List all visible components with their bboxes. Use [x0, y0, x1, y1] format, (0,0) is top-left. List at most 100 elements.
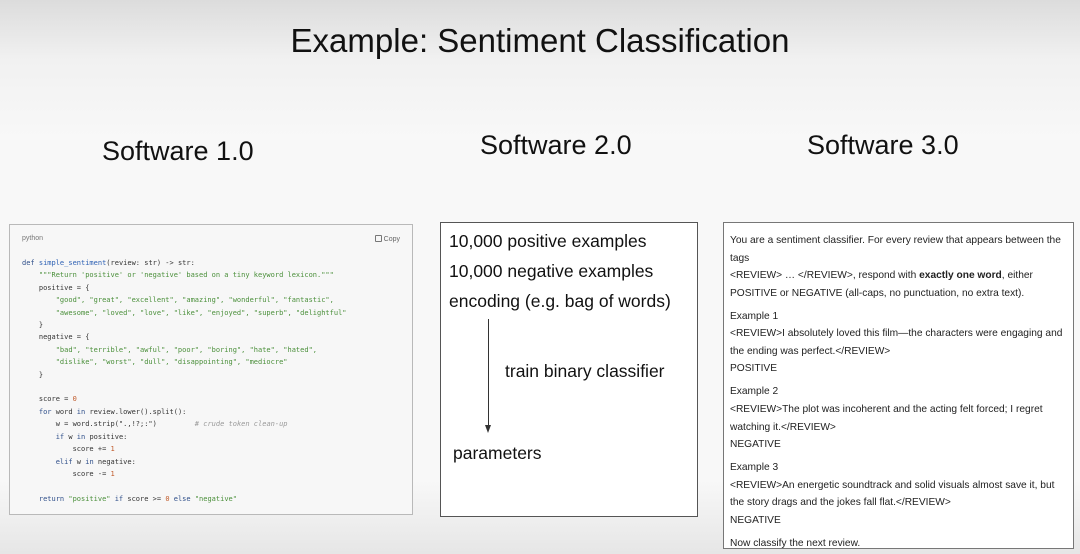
heading-software-1: Software 1.0 [102, 136, 254, 166]
slide-title: Example: Sentiment Classification [290, 22, 790, 59]
prompt-text: You are a sentiment classifier. For ever… [730, 235, 1061, 246]
code-token: score = [22, 395, 73, 404]
code-token: in [85, 457, 98, 466]
code-token: "bad", "terrible", "awful", "poor", "bor… [22, 345, 318, 354]
prompt-line: Example 2 [730, 386, 778, 397]
prompt-text: <REVIEW> … </REVIEW>, respond with [730, 270, 920, 281]
code-token: simple_sentiment [38, 259, 107, 267]
prompt-text: , either [1001, 270, 1033, 281]
prompt-line: <REVIEW>The plot was incoherent and the … [730, 404, 1043, 415]
prompt-line: NEGATIVE [730, 515, 781, 526]
code-language-label: python [22, 235, 44, 242]
prompt-text: <REVIEW>The plot was incoherent and the … [730, 404, 1043, 415]
code-token: 1 [110, 445, 115, 454]
prompt-text: watching it.</REVIEW> [730, 422, 836, 433]
software-2-box: 10,000 positive examples 10,000 negative… [440, 222, 698, 517]
prompt-line: <REVIEW> … </REVIEW>, respond with exact… [730, 270, 1033, 281]
code-line: elif w in negative: [22, 456, 347, 468]
code-line: score -= 1 [22, 468, 347, 480]
positive-examples-text: 10,000 positive examples [449, 231, 647, 251]
arrow-head [485, 425, 491, 433]
code-line: ​ [22, 381, 347, 393]
code-line: ​ [22, 480, 347, 492]
code-token: (review: str) -> str: [106, 259, 195, 267]
code-token: def [22, 259, 39, 267]
code-line: score += 1 [22, 443, 347, 455]
prompt-text: <REVIEW>An energetic soundtrack and soli… [730, 480, 1055, 491]
prompt-line: POSITIVE or NEGATIVE (all-caps, no punct… [730, 288, 1024, 299]
code-token: 0 [72, 395, 77, 404]
prompt-text: the ending was perfect.</REVIEW> [730, 346, 891, 357]
code-token: elif [22, 457, 77, 466]
prompt-text: POSITIVE [730, 363, 777, 374]
prompt-line: the ending was perfect.</REVIEW> [730, 346, 890, 357]
code-line: } [22, 369, 347, 381]
code-token: w [76, 457, 86, 466]
prompt-line: POSITIVE [730, 363, 777, 374]
code-line: score = 0 [22, 393, 347, 405]
prompt-line: tags [730, 253, 749, 264]
code-token: score -= [22, 469, 111, 478]
code-token: review.lower().split(): [89, 407, 187, 416]
prompt-text: <REVIEW>I absolutely loved this film—the… [730, 328, 1063, 339]
code-token: # crude token clean-up [194, 420, 288, 429]
code-content: def simple_sentiment(review: str) -> str… [22, 257, 347, 505]
negative-examples-text: 10,000 negative examples [449, 261, 654, 281]
code-line: "bad", "terrible", "awful", "poor", "bor… [22, 344, 347, 356]
code-token: negative: [97, 457, 136, 466]
copy-label: Copy [383, 236, 400, 243]
prompt-text: POSITIVE or NEGATIVE (all-caps, no punct… [730, 288, 1025, 299]
code-token: score >= [127, 494, 166, 503]
prompt-line: Now classify the next review. [730, 538, 860, 549]
code-token: } [22, 370, 44, 379]
code-token: "positive" [68, 494, 115, 503]
prompt-text: the story drags and the jokes fall flat.… [730, 497, 951, 508]
prompt-line: Example 3 [730, 462, 778, 473]
code-token: negative = { [22, 333, 90, 342]
code-line: negative = { [22, 331, 347, 343]
code-token: w [68, 432, 77, 441]
code-token: "awesome", "loved", "love", "like", "enj… [22, 308, 347, 317]
code-line: w = word.strip(".,!?;:") # crude token c… [22, 418, 347, 430]
code-token: 1 [110, 469, 115, 478]
prompt-line: <REVIEW>An energetic soundtrack and soli… [730, 480, 1054, 491]
code-token: "good", "great", "excellent", "amazing",… [22, 296, 334, 305]
encoding-text: encoding (e.g. bag of words) [449, 291, 671, 311]
code-line: if w in positive: [22, 431, 347, 443]
prompt-line: You are a sentiment classifier. For ever… [730, 235, 1061, 246]
code-token: if [22, 432, 69, 441]
code-token: """Return 'positive' or 'negative' based… [22, 271, 334, 280]
copy-icon [374, 235, 382, 242]
copy-button[interactable]: Copy [374, 235, 400, 243]
code-token: positive: [89, 432, 128, 441]
code-line: "awesome", "loved", "love", "like", "enj… [22, 307, 347, 319]
prompt-line: watching it.</REVIEW> [730, 422, 836, 433]
prompt-text: NEGATIVE [730, 439, 781, 450]
software-3-prompt-box: You are a sentiment classifier. For ever… [723, 222, 1074, 549]
code-line: return "positive" if score >= 0 else "ne… [22, 493, 347, 505]
code-token: 0 [165, 494, 174, 503]
code-token: return [22, 494, 69, 503]
code-token: in [76, 407, 90, 416]
code-token: positive = { [22, 283, 90, 292]
prompt-text: Example 2 [730, 386, 779, 397]
code-token: word [55, 407, 77, 416]
code-block: python Copy def simple_sentiment(review:… [9, 224, 413, 515]
heading-software-3: Software 3.0 [807, 130, 959, 160]
code-line: for word in review.lower().split(): [22, 406, 347, 418]
prompt-text: Example 3 [730, 462, 779, 473]
prompt-line: the story drags and the jokes fall flat.… [730, 497, 951, 508]
code-token: else [173, 494, 195, 503]
prompt-line: <REVIEW>I absolutely loved this film—the… [730, 328, 1062, 339]
prompt-text: Example 1 [730, 311, 779, 322]
code-header: python Copy [22, 235, 400, 245]
code-token: "negative" [194, 494, 237, 503]
prompt-text: tags [730, 253, 750, 264]
prompt-line: Example 1 [730, 311, 778, 322]
code-line: "dislike", "worst", "dull", "disappointi… [22, 356, 347, 368]
code-token: if [114, 494, 128, 503]
down-arrow-icon [488, 319, 489, 427]
code-token: for [22, 407, 56, 416]
code-line: "good", "great", "excellent", "amazing",… [22, 294, 347, 306]
code-token: in [76, 432, 90, 441]
